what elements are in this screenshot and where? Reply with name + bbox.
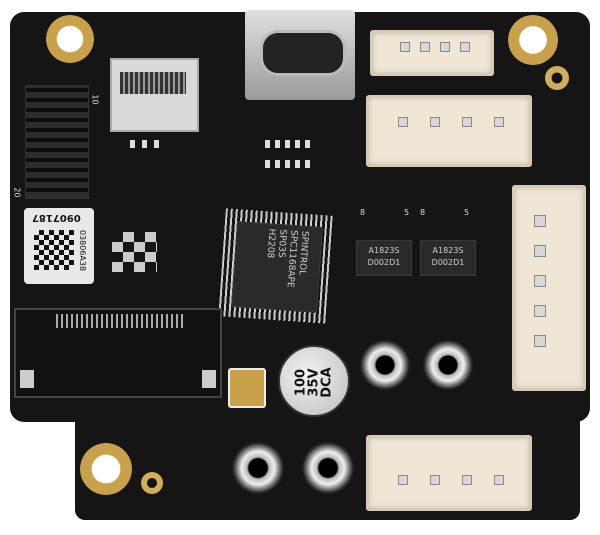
pin-header-20[interactable] xyxy=(25,85,89,199)
mounting-hole-top-right xyxy=(508,15,558,65)
pin-mark-8-left: 8 xyxy=(360,208,366,217)
fpc-connector-bottom[interactable] xyxy=(14,308,222,398)
qr-label: 0907187 03806A38 xyxy=(24,208,94,284)
capacitor-series: DCA xyxy=(319,367,335,398)
fpc-connector-top[interactable] xyxy=(110,58,199,132)
pin-mark-5-right: 5 xyxy=(464,208,470,217)
pin-mark-5-left: 5 xyxy=(404,208,410,217)
driver-chip-2-line2: D002D1 xyxy=(431,258,465,267)
label-serial: 0907187 xyxy=(32,212,81,223)
driver-chip-1-line2: D002D1 xyxy=(367,258,401,267)
header-mark-20: 20 xyxy=(12,187,22,198)
crystal xyxy=(228,368,266,408)
via-pad-right xyxy=(545,66,569,90)
standoff-2 xyxy=(423,340,473,390)
header-mark-10: 10 xyxy=(90,94,100,105)
square-pads xyxy=(112,232,157,272)
connector-top-large[interactable] xyxy=(366,95,532,167)
main-chip: SPINTROL SPC1168APE SP03S H2208 xyxy=(231,221,323,313)
usb-c-port[interactable] xyxy=(245,10,355,100)
mounting-hole-top-left xyxy=(46,15,94,63)
connector-top-4pin[interactable] xyxy=(370,30,494,76)
driver-chip-2: A1823S D002D1 xyxy=(420,240,476,276)
standoff-3 xyxy=(232,442,284,494)
mounting-hole-bottom-left xyxy=(80,443,132,495)
usb-c-opening xyxy=(260,30,346,76)
via-pad-bottom xyxy=(141,472,163,494)
driver-chip-1: A1823S D002D1 xyxy=(356,240,412,276)
driver-chip-2-line1: A1823S xyxy=(432,246,464,255)
standoff-4 xyxy=(302,442,354,494)
standoff-1 xyxy=(360,340,410,390)
label-code: 03806A38 xyxy=(78,229,88,272)
pin-mark-8-right: 8 xyxy=(420,208,426,217)
driver-chip-1-line1: A1823S xyxy=(368,246,400,255)
electrolytic-capacitor: 100 35V DCA xyxy=(278,345,350,417)
connector-bottom[interactable] xyxy=(366,435,532,511)
connector-right-6pin[interactable] xyxy=(512,185,586,391)
qr-code-icon xyxy=(34,230,74,270)
